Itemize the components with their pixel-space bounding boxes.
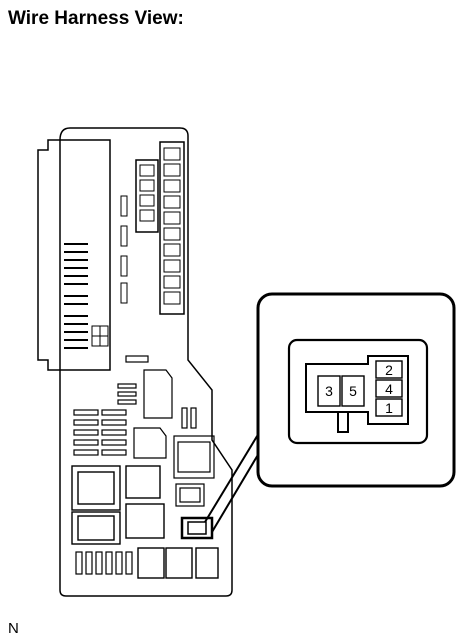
connector-pin-5 (341, 375, 365, 407)
page-title: Wire Harness View: (8, 8, 184, 29)
connector-face (305, 355, 409, 433)
small-fuse-column (135, 159, 159, 233)
leader-lines (204, 427, 263, 533)
connector-pin-4 (375, 379, 403, 398)
callout-box (256, 292, 456, 488)
target-connector-location (180, 516, 214, 540)
pin-label-4: 4 (385, 381, 393, 397)
left-connector-housing (37, 139, 111, 371)
pin-label-5: 5 (349, 383, 357, 399)
connector-pin-1 (375, 398, 403, 417)
connector-frame (287, 338, 429, 445)
pin-label-1: 1 (385, 400, 393, 416)
pin-label-2: 2 (385, 362, 393, 378)
connector-pin-3 (317, 375, 341, 407)
pin-label-3: 3 (325, 383, 333, 399)
figure-code: N (8, 620, 19, 637)
fuse-column (159, 141, 185, 315)
junction-block-outline (59, 127, 233, 597)
connector-pin-2 (375, 360, 403, 379)
